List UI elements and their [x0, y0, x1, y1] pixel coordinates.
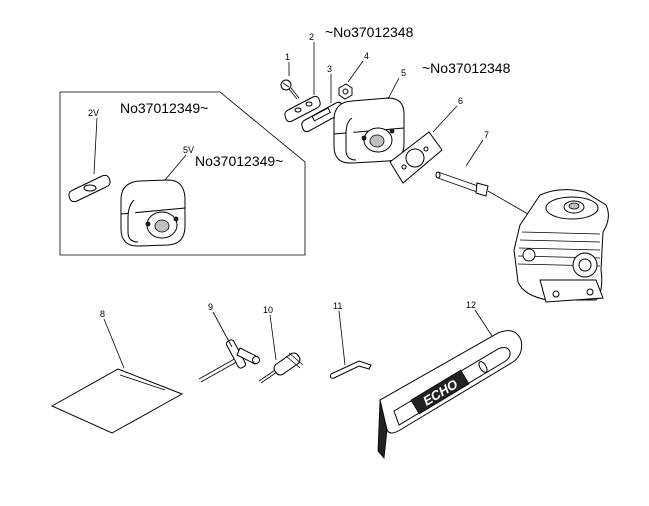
part-6-gasket: [389, 131, 443, 184]
part-2-plate: [284, 95, 321, 123]
label-9: 9: [208, 302, 213, 312]
part-9-wrench: [198, 339, 260, 383]
leader-lines: [93, 42, 493, 369]
label-2: 2: [309, 32, 314, 42]
part-11-hex-key: [329, 360, 372, 379]
part-number-labels: 1 2 3 4 5 6 7 8 9 10 11 12 2V 5V: [88, 32, 489, 319]
label-1: 1: [285, 52, 290, 62]
part-2v-plate: [68, 174, 111, 203]
inset-panel: [59, 91, 306, 256]
part-5v-muffler: [120, 179, 186, 247]
label-12: 12: [466, 300, 476, 310]
part-12-bar-cover: ECHO: [377, 330, 523, 459]
part-7-bolt: [435, 171, 489, 197]
label-2v: 2V: [88, 108, 99, 118]
label-4: 4: [364, 51, 369, 61]
label-5v: 5V: [183, 145, 194, 155]
part-1-screw: [280, 79, 300, 100]
engine-cylinder: [513, 189, 609, 303]
label-5: 5: [401, 68, 406, 78]
label-6: 6: [458, 96, 463, 106]
label-8: 8: [100, 309, 105, 319]
part-10-screwdriver: [258, 352, 304, 384]
serial-note-5: ~No37012348: [422, 60, 511, 76]
serial-note-2: ~No37012348: [325, 24, 414, 40]
label-11: 11: [333, 301, 342, 311]
leader-bolt-engine: [487, 190, 529, 215]
label-10: 10: [263, 305, 273, 315]
label-7: 7: [484, 130, 489, 140]
label-3: 3: [327, 64, 332, 74]
serial-note-2v: No37012349~: [120, 100, 208, 116]
part-4-nut: [338, 83, 353, 100]
serial-note-5v: No37012349~: [195, 153, 283, 169]
serial-notes: ~No37012348 ~No37012348 No37012349~ No37…: [120, 24, 511, 169]
part-5-muffler: [333, 97, 405, 164]
part-8-manual: [50, 368, 184, 434]
